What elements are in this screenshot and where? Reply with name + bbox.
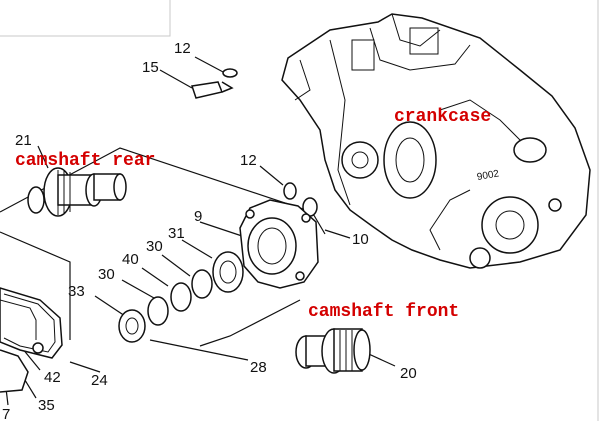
plug-42: [32, 342, 44, 354]
callout-35: 35: [38, 397, 55, 414]
oring-12: [283, 182, 297, 200]
spacer-40: [170, 282, 192, 312]
bracket-35: [0, 349, 29, 393]
camshaft-front-drawing: [295, 328, 371, 374]
bearing-33: [118, 309, 146, 343]
bearing-31: [212, 251, 244, 293]
callout-10: 10: [352, 231, 369, 248]
callout-15: 15: [142, 59, 159, 76]
svg-text:9002: 9002: [476, 168, 500, 183]
callout-30-lower: 30: [98, 266, 115, 283]
pin-and-oring: [191, 68, 238, 99]
callout-7: 7: [2, 406, 10, 421]
callout-31: 31: [168, 225, 185, 242]
callout-12-mid: 12: [240, 152, 257, 169]
callout-42: 42: [44, 369, 61, 386]
label-camshaft-front: camshaft front: [308, 302, 459, 322]
callout-24: 24: [91, 372, 108, 389]
camshaft-rear-drawing: [27, 167, 127, 217]
washer-30a: [191, 269, 213, 299]
crankcase-drawing: 9002: [281, 13, 591, 269]
bearing-housing-drawing: [239, 199, 319, 289]
callout-40: 40: [122, 251, 139, 268]
washer-30b: [147, 296, 169, 326]
label-crankcase: crankcase: [394, 107, 491, 127]
callout-21: 21: [15, 132, 32, 149]
callout-33: 33: [68, 283, 85, 300]
callout-12-top: 12: [174, 40, 191, 57]
callout-numbers: 12 15 21 12 9 31 30 40 30 10 33 28 20 42…: [2, 40, 417, 421]
callout-28: 28: [250, 359, 267, 376]
callout-20: 20: [400, 365, 417, 382]
callout-30-upper: 30: [146, 238, 163, 255]
cover-gasket-24: [0, 287, 63, 359]
frame-corner: [0, 0, 171, 37]
callout-9: 9: [194, 208, 202, 225]
label-camshaft-rear: camshaft rear: [15, 151, 155, 171]
